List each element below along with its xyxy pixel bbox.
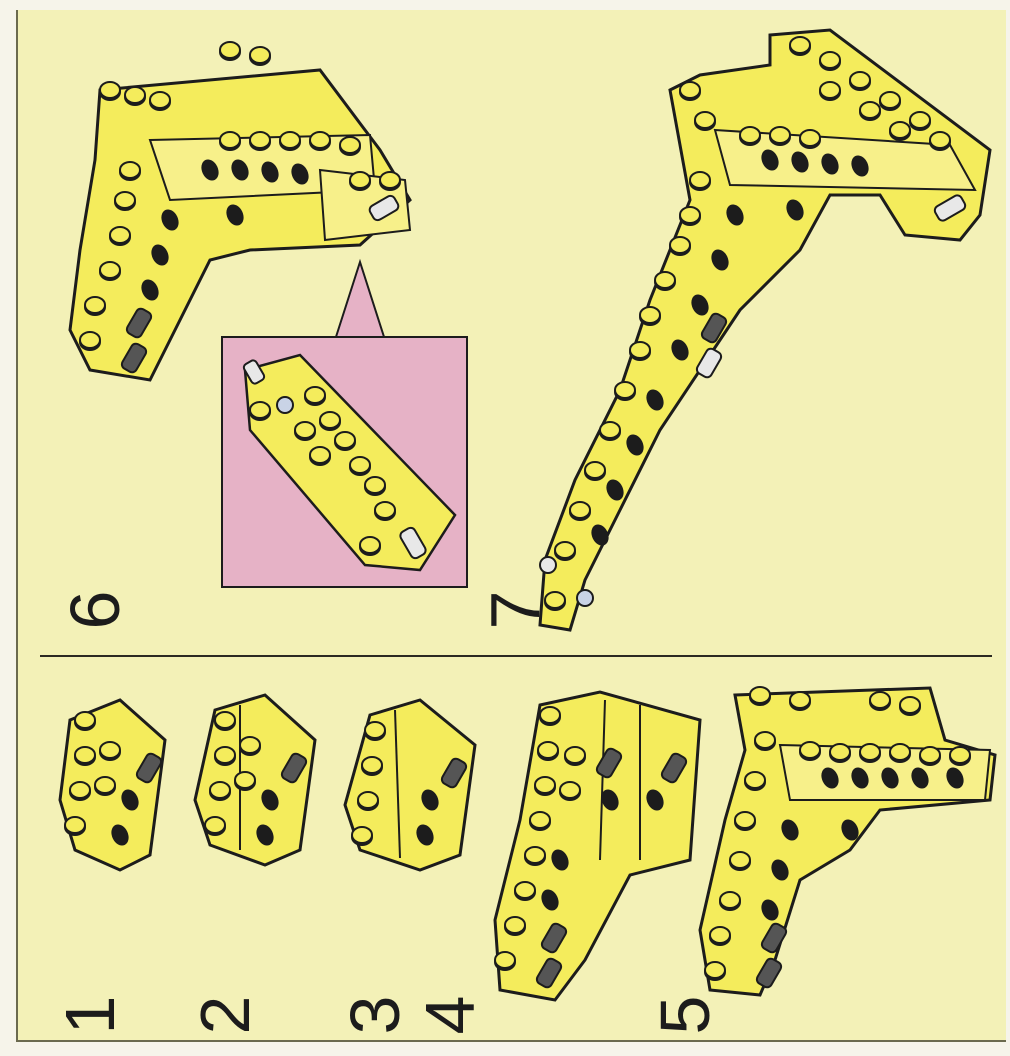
- step-5-assembly: [700, 687, 995, 995]
- step-number-6: 6: [55, 570, 135, 650]
- step-4-assembly: [494, 692, 700, 1000]
- step-2-assembly: [195, 695, 315, 865]
- step-number-2: 2: [185, 975, 265, 1055]
- step-1-assembly: [60, 700, 165, 870]
- step-number-1: 1: [50, 975, 130, 1055]
- step-3-assembly: [345, 700, 475, 870]
- step-7-assembly: [540, 30, 990, 630]
- step-number-4: 4: [410, 975, 490, 1055]
- step-number-7: 7: [475, 570, 555, 650]
- callout-inset: [222, 262, 467, 587]
- step-number-3: 3: [335, 975, 415, 1055]
- step-number-5: 5: [645, 975, 725, 1055]
